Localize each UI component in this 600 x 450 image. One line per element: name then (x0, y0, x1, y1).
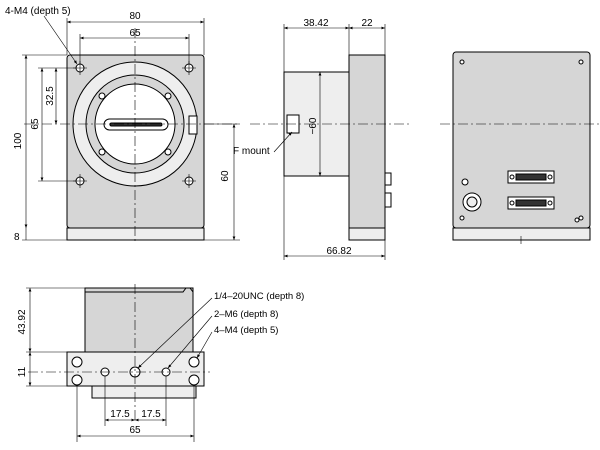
bottom-dim-base-height: 11 (17, 366, 28, 377)
side-dim-diameter: −60 (308, 117, 319, 134)
front-dim-width-outer: 80 (129, 11, 141, 22)
bottom-view: 43.92 11 17.5 17.5 65 1/4–20UNC (depth 8… (17, 284, 304, 442)
bottom-callout-m6: 2–M6 (depth 8) (214, 309, 278, 320)
front-mount-lever (188, 115, 198, 135)
side-base-plate (348, 227, 386, 241)
rear-status-led (461, 178, 469, 186)
front-dim-width-holes: 65 (129, 28, 141, 39)
bottom-dim-spacing-right: 17.5 (141, 409, 161, 420)
rear-view (440, 51, 600, 244)
front-sensor-line (109, 122, 163, 127)
front-base-plate (66, 227, 205, 241)
side-connector-top (384, 172, 392, 186)
side-body (348, 54, 386, 229)
front-dim-center-height: 60 (220, 170, 231, 182)
rear-connector-top (507, 170, 555, 184)
side-dim-left-depth: 38.42 (303, 18, 328, 29)
front-ring-screw-tl (98, 92, 106, 100)
rear-corner-screws (459, 59, 584, 221)
bottom-dim-spacing-left: 17.5 (110, 409, 130, 420)
front-ring-screw-bl (98, 148, 106, 156)
front-dim-height-holes: 65 (30, 118, 41, 130)
front-dim-base: 8 (14, 232, 20, 243)
rear-base-plate (452, 227, 591, 241)
side-connector-bottom (384, 192, 392, 208)
bottom-m4-holes (71, 356, 200, 386)
side-mount-label: F mount (233, 146, 270, 157)
side-view: 38.42 22 66.82 −60 F mount (233, 18, 410, 260)
rear-power-connector-inner (466, 196, 478, 208)
rear-small-hole (574, 217, 580, 223)
front-dim-half-holes: 32.5 (45, 86, 56, 106)
bottom-dim-width: 65 (129, 425, 141, 436)
rear-connector-bottom (507, 196, 555, 210)
front-ring-screw-br (164, 148, 172, 156)
bottom-top-edge (85, 287, 194, 293)
bottom-callout-m4: 4–M4 (depth 5) (214, 325, 278, 336)
side-dim-total-depth: 66.82 (326, 246, 351, 257)
front-dim-height-total: 100 (13, 132, 24, 149)
front-ring-screw-tr (164, 92, 172, 100)
bottom-body (84, 287, 194, 353)
bottom-connector-stub (91, 385, 197, 399)
bottom-callout-tripod: 1/4–20UNC (depth 8) (214, 291, 304, 302)
bottom-dim-height: 43.92 (17, 309, 28, 334)
front-callout-holes: 4-M4 (depth 5) (5, 6, 71, 17)
side-dim-right-depth: 22 (361, 18, 373, 29)
front-view: 80 65 4-M4 (depth 5) 100 8 65 32.5 60 (5, 6, 240, 244)
